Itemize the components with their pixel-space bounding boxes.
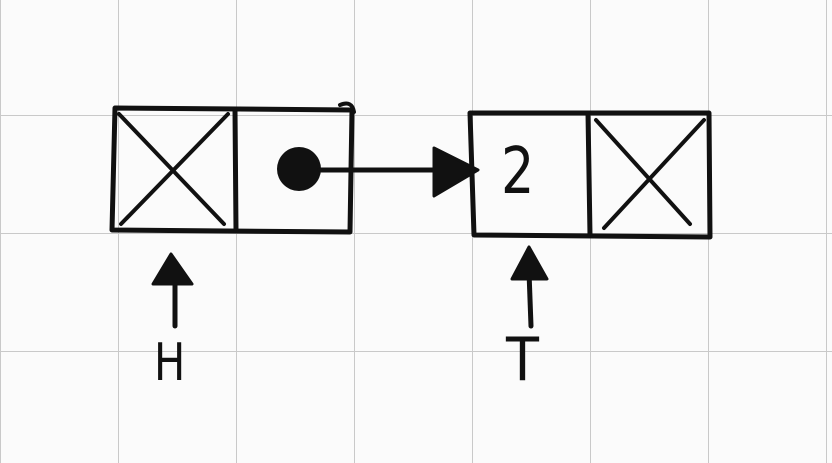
tail-label: T [506,325,539,395]
head-arrow-head [151,252,194,286]
next-arrow [317,146,480,198]
node-1-border [109,105,355,235]
node-1-corner-mark [338,101,356,114]
node-2-border [467,110,713,240]
node-1-divider [232,107,239,233]
next-arrow-head [432,146,480,198]
tail-arrow-shaft [526,269,534,329]
node-1 [109,101,356,235]
node-2 [467,110,713,240]
tail-arrow-head [510,245,549,281]
node-2-value: 2 [501,135,535,209]
node-2-divider [585,110,593,238]
head-pointer-arrow [151,252,194,329]
tail-pointer-arrow [510,245,549,329]
node-1-null-x [117,112,230,226]
node-2-null-x [594,118,706,230]
node-1-pointer-dot [277,147,321,191]
head-label: H [154,333,186,393]
